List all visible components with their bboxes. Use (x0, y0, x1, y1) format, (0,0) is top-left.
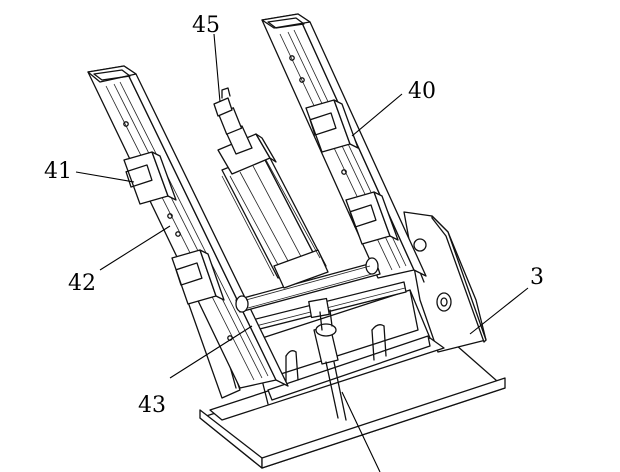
callout-42: 42 (68, 271, 96, 296)
leader-lines (75, 33, 529, 472)
leader-bottom (341, 391, 381, 472)
callout-43: 43 (138, 393, 166, 418)
main-cylinder (213, 87, 329, 289)
callout-45: 45 (192, 13, 220, 38)
callout-41: 41 (44, 159, 72, 184)
leader-45 (213, 33, 221, 103)
right-rail (261, 13, 427, 279)
callout-40: 40 (408, 79, 436, 104)
lower-cylinder (308, 297, 347, 421)
leader-41 (75, 171, 135, 183)
leader-3 (469, 287, 529, 335)
leader-40 (351, 93, 403, 137)
base-plate (199, 337, 506, 469)
leader-42 (99, 225, 171, 271)
upper-crossbar (235, 257, 381, 313)
leader-43 (169, 325, 253, 379)
callout-3: 3 (530, 265, 544, 290)
